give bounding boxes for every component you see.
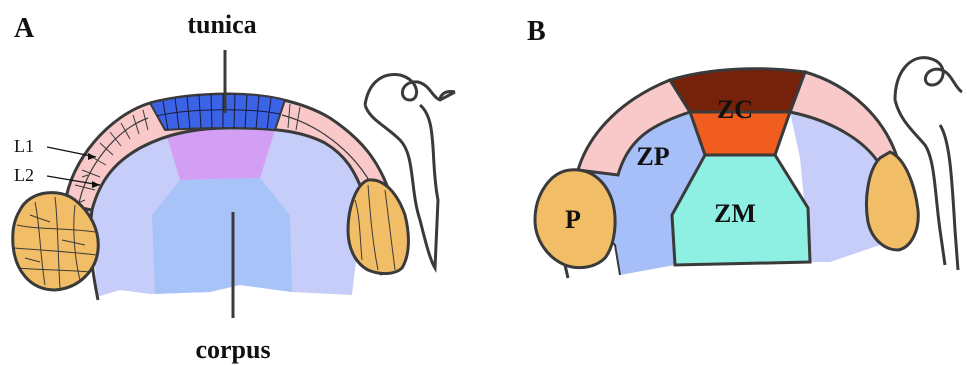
tunica-inner-center (165, 130, 275, 180)
p-label: P (565, 205, 581, 234)
panel-a: A tunica corpus L1 L2 (13, 10, 455, 364)
panel-b-letter: B (527, 16, 546, 47)
zm-label: ZM (714, 199, 756, 228)
l1-label: L1 (14, 136, 34, 156)
panel-b: B ZC ZP ZM P (527, 16, 962, 278)
corpus-label: corpus (195, 335, 270, 364)
right-primordium (348, 180, 408, 274)
zp-label: ZP (636, 142, 669, 171)
tunica-label: tunica (187, 10, 256, 39)
right-primordium-b (867, 152, 919, 250)
corpus-center-region (152, 178, 292, 294)
leaf-curl (365, 75, 455, 105)
l2-label: L2 (14, 165, 34, 185)
leaf-curl-b (895, 58, 962, 100)
zc-label: ZC (717, 95, 753, 124)
panel-a-letter: A (14, 13, 35, 44)
